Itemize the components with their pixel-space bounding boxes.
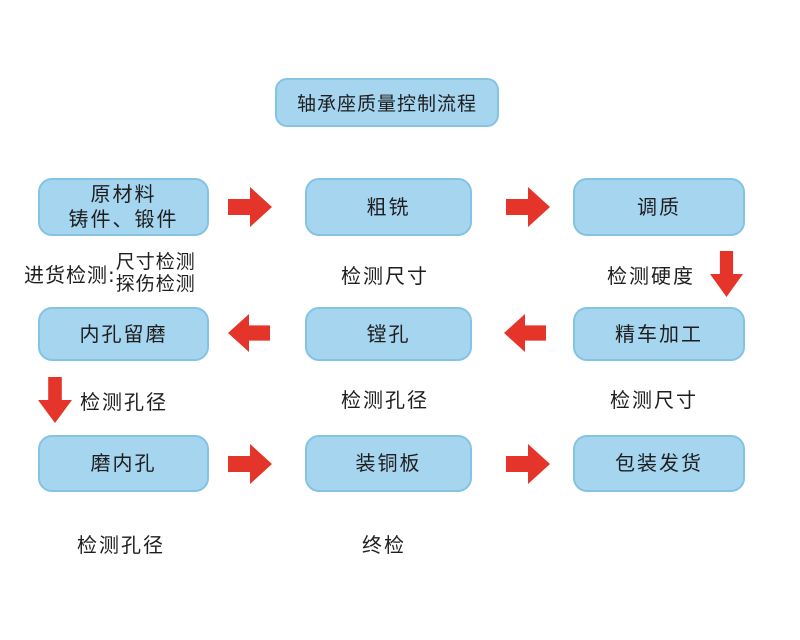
- arrow-left-icon: [504, 314, 546, 352]
- raw-material-line1: 原材料: [90, 182, 157, 206]
- incoming-inspection-label: 进货检测:: [24, 263, 116, 288]
- fine-turning-label: 精车加工: [615, 321, 703, 346]
- check-size-label-2: 检测尺寸: [610, 388, 698, 412]
- arrow-down-icon: [38, 377, 72, 423]
- process-box-grind-inner-bore: 磨内孔: [38, 435, 209, 492]
- bore-grind-allowance-label: 内孔留磨: [79, 321, 168, 346]
- process-box-bore-grind-allowance: 内孔留磨: [38, 307, 209, 361]
- pack-ship-label: 包装发货: [615, 451, 703, 475]
- check-hardness-label: 检测硬度: [607, 264, 695, 288]
- final-inspection-label: 终检: [362, 533, 406, 557]
- process-box-fine-turning: 精车加工: [573, 307, 745, 361]
- grind-inner-bore-label: 磨内孔: [90, 451, 157, 475]
- process-box-fit-copper-plate: 装铜板: [305, 435, 472, 492]
- arrow-left-icon: [228, 314, 270, 352]
- check-bore-label-1: 检测孔径: [80, 390, 168, 414]
- rough-milling-label: 粗铣: [366, 194, 411, 219]
- arrow-right-icon: [506, 187, 550, 227]
- incoming-inspection-items: 尺寸检测 探伤检测: [115, 251, 196, 296]
- boring-label: 镗孔: [366, 321, 411, 346]
- fit-copper-plate-label: 装铜板: [355, 451, 422, 475]
- process-box-raw-material: 原材料 铸件、锻件: [38, 178, 209, 236]
- check-size-label-1: 检测尺寸: [341, 264, 429, 288]
- raw-material-line2: 铸件、锻件: [68, 207, 179, 231]
- arrow-down-icon: [710, 251, 743, 297]
- process-box-boring: 镗孔: [305, 307, 472, 361]
- flowchart-title-box: 轴承座质量控制流程: [275, 78, 499, 127]
- incoming-inspection-label-group: 进货检测: 尺寸检测 探伤检测: [24, 251, 196, 296]
- arrow-right-icon: [506, 444, 550, 484]
- process-box-pack-ship: 包装发货: [573, 435, 745, 492]
- tempering-label: 调质: [637, 194, 681, 219]
- incoming-item-size: 尺寸检测: [115, 251, 196, 273]
- arrow-right-icon: [228, 444, 272, 484]
- incoming-item-flaw: 探伤检测: [115, 272, 196, 295]
- check-bore-label-3: 检测孔径: [77, 533, 165, 557]
- arrow-right-icon: [228, 187, 272, 227]
- check-bore-label-2: 检测孔径: [341, 388, 429, 412]
- process-box-tempering: 调质: [573, 178, 745, 236]
- flowchart-title: 轴承座质量控制流程: [296, 93, 477, 115]
- process-box-rough-milling: 粗铣: [305, 178, 472, 236]
